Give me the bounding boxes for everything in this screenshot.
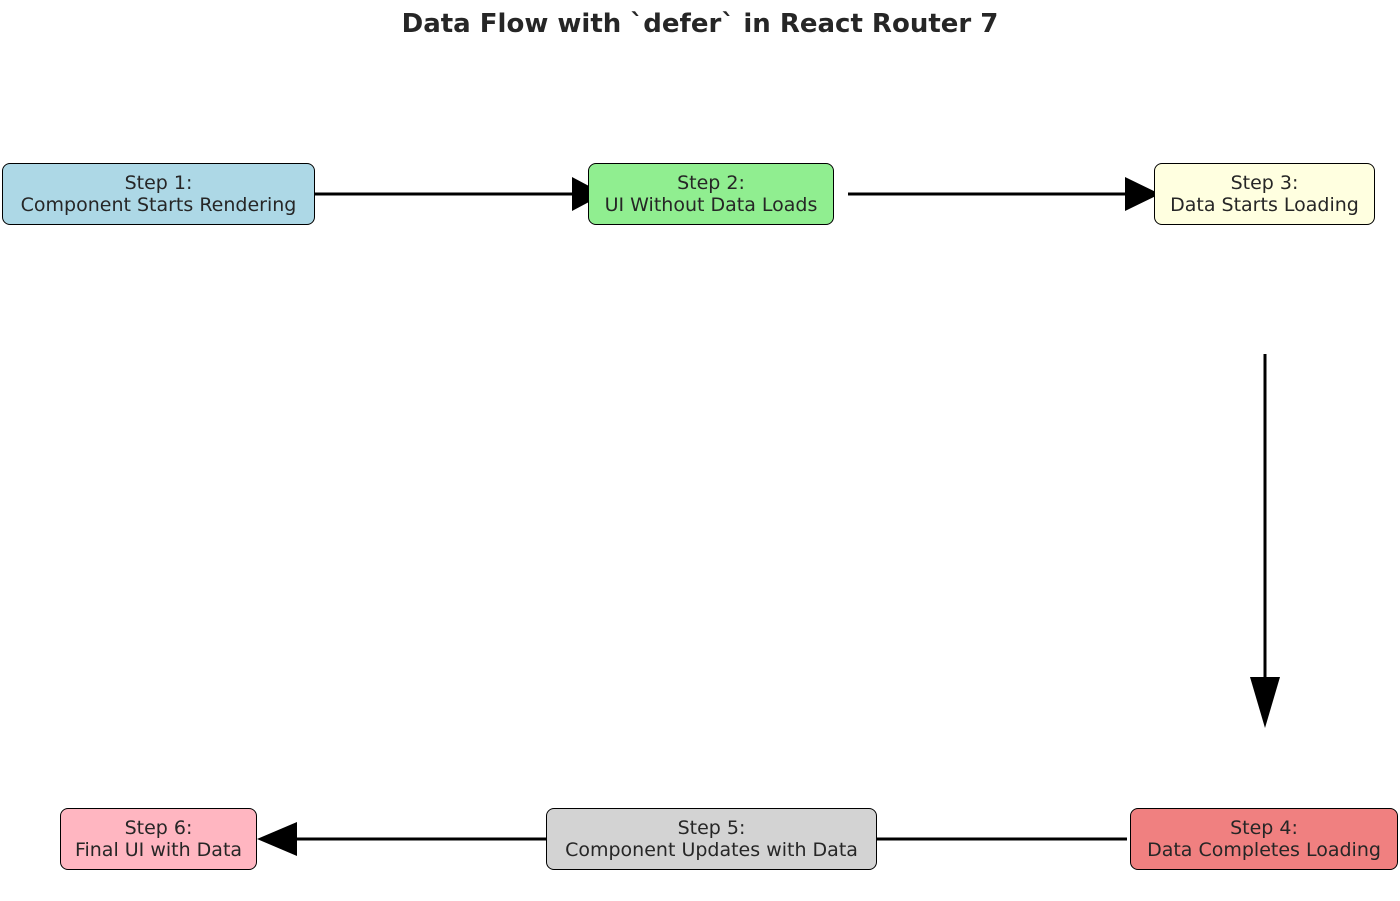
step-6-node: Step 6: Final UI with Data (60, 808, 257, 870)
edge-step5-to-step6 (257, 822, 546, 856)
step-1-number: Step 1: (124, 172, 193, 194)
step-1-label: Component Starts Rendering (20, 194, 297, 216)
step-5-label: Component Updates with Data (565, 839, 858, 861)
edge-step3-to-step4 (1250, 354, 1280, 728)
step-4-label: Data Completes Loading (1147, 839, 1381, 861)
step-4-number: Step 4: (1230, 817, 1298, 839)
step-4-node: Step 4: Data Completes Loading (1130, 808, 1398, 870)
step-5-number: Step 5: (677, 817, 746, 839)
step-1-node: Step 1: Component Starts Rendering (2, 163, 315, 225)
step-6-label: Final UI with Data (74, 839, 243, 861)
edge-step2-to-step3 (848, 177, 1160, 211)
step-3-label: Data Starts Loading (1170, 194, 1359, 216)
step-3-node: Step 3: Data Starts Loading (1154, 163, 1375, 225)
step-3-number: Step 3: (1230, 172, 1299, 194)
step-2-node: Step 2: UI Without Data Loads (588, 163, 834, 225)
step-2-number: Step 2: (677, 172, 745, 194)
step-6-number: Step 6: (124, 817, 193, 839)
edge-step1-to-step2 (315, 177, 604, 211)
diagram-title: Data Flow with `defer` in React Router 7 (401, 9, 999, 39)
step-5-node: Step 5: Component Updates with Data (546, 808, 877, 870)
step-2-label: UI Without Data Loads (604, 194, 818, 216)
